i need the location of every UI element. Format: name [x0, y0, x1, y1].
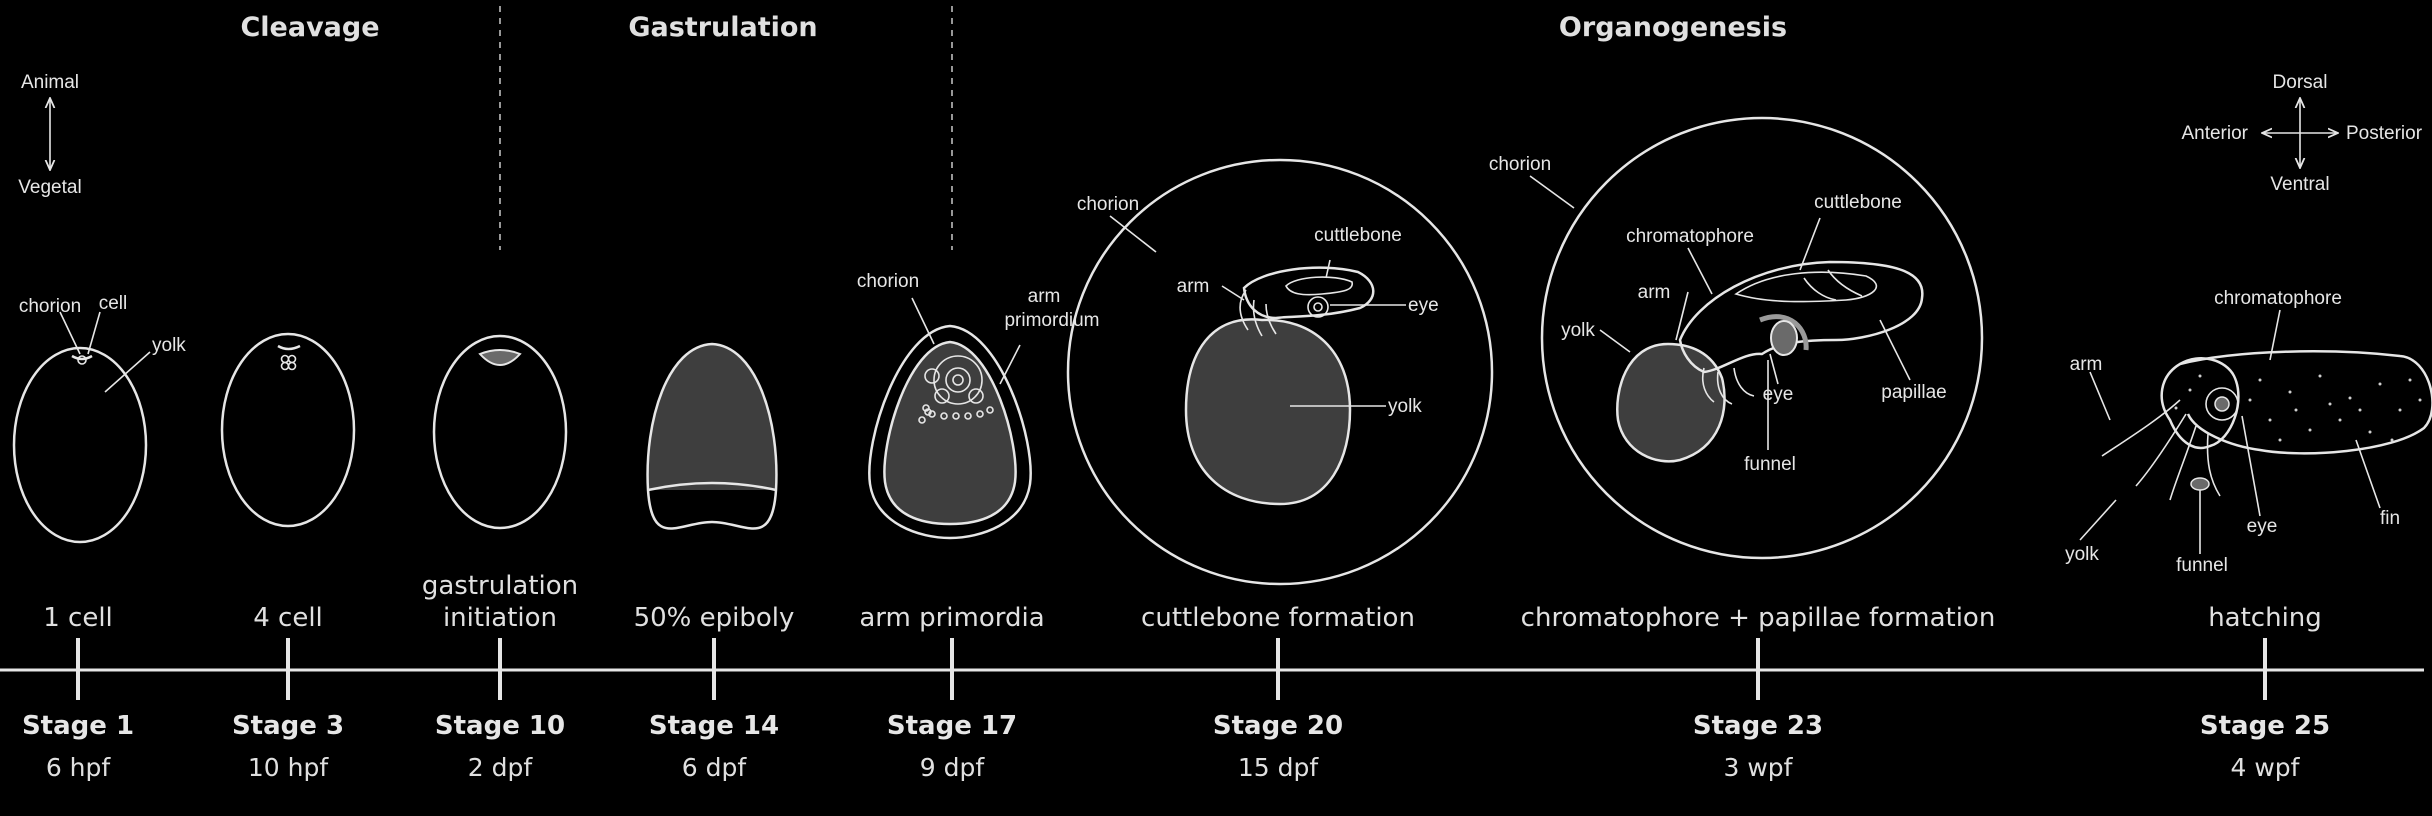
axis-label-animal: Animal — [21, 72, 79, 93]
label-funnel: funnel — [1744, 454, 1796, 475]
stage-number: Stage 10 — [435, 711, 565, 741]
label-chorion: chorion — [1489, 154, 1551, 175]
label-chromatophore: chromatophore — [1626, 226, 1754, 247]
stage-20-embryo — [1066, 158, 1494, 586]
label-chorion: chorion — [857, 271, 919, 292]
label-yolk: yolk — [152, 335, 186, 356]
stage-time: 6 hpf — [46, 753, 112, 782]
label-yolk: yolk — [1388, 396, 1422, 417]
label-cuttlebone: cuttlebone — [1314, 225, 1402, 246]
stage-number: Stage 1 — [22, 711, 134, 741]
skin-dots — [2174, 374, 2422, 442]
label-chorion: chorion — [19, 296, 81, 317]
stage-description: chromatophore + papillae formation — [1521, 603, 1996, 633]
label-eye: eye — [1763, 384, 1794, 405]
stage-17-embryo — [868, 297, 1032, 540]
body-axis-compass: Dorsal Ventral Anterior Posterior — [2181, 72, 2422, 195]
axis-label-posterior: Posterior — [2346, 123, 2423, 144]
label-arm-primordium-line2: primordium — [1004, 310, 1099, 331]
stage-time: 3 wpf — [1724, 753, 1794, 782]
stage-14-embryo — [646, 342, 778, 530]
label-fin: fin — [2380, 508, 2400, 529]
phase-title-cleavage: Cleavage — [240, 12, 379, 43]
label-papillae: papillae — [1881, 382, 1947, 403]
stage-description: 4 cell — [253, 603, 323, 633]
phase-title-gastrulation: Gastrulation — [628, 12, 817, 43]
stage-time: 2 dpf — [468, 753, 534, 782]
stage-number: Stage 14 — [649, 711, 779, 741]
axis-label-vegetal: Vegetal — [18, 177, 81, 198]
label-cuttlebone: cuttlebone — [1814, 192, 1902, 213]
stage-1-embryo — [12, 311, 151, 544]
stage-time: 10 hpf — [248, 753, 329, 782]
label-eye: eye — [1408, 295, 1439, 316]
stage-description: gastrulation — [422, 571, 578, 601]
stage-number: Stage 17 — [887, 711, 1017, 741]
label-arm: arm — [1177, 276, 1210, 297]
stage-description: cuttlebone formation — [1141, 603, 1415, 633]
axis-label-ventral: Ventral — [2270, 174, 2329, 195]
label-arm-primordium-line1: arm — [1028, 286, 1061, 307]
stage-time: 6 dpf — [682, 753, 748, 782]
axis-label-dorsal: Dorsal — [2273, 72, 2328, 93]
label-chromatophore: chromatophore — [2214, 288, 2342, 309]
stage-3-embryo — [220, 332, 356, 528]
stage-number: Stage 25 — [2200, 711, 2330, 741]
stage-10-embryo — [432, 334, 568, 530]
label-cell: cell — [99, 293, 128, 314]
label-arm: arm — [1638, 282, 1671, 303]
stage-description: hatching — [2208, 603, 2322, 633]
stage-time: 15 dpf — [1238, 753, 1319, 782]
axis-label-anterior: Anterior — [2181, 123, 2248, 144]
stage-25-hatchling — [2079, 309, 2432, 554]
stage-description: 50% epiboly — [634, 603, 795, 633]
label-funnel: funnel — [2176, 555, 2228, 576]
stage-description: 1 cell — [43, 603, 113, 633]
label-chorion: chorion — [1077, 194, 1139, 215]
stage-23-embryo — [1529, 116, 1984, 560]
stage-number: Stage 20 — [1213, 711, 1343, 741]
stage-number: Stage 23 — [1693, 711, 1823, 741]
stage-time: 4 wpf — [2231, 753, 2301, 782]
label-yolk: yolk — [1561, 320, 1595, 341]
stage-description: initiation — [443, 603, 557, 633]
phase-title-organogenesis: Organogenesis — [1559, 12, 1787, 43]
stage-number: Stage 3 — [232, 711, 344, 741]
label-yolk: yolk — [2065, 544, 2099, 565]
stage-description: arm primordia — [859, 603, 1044, 633]
animal-vegetal-axis: Animal Vegetal — [18, 72, 81, 198]
label-eye: eye — [2247, 516, 2278, 537]
stage-time: 9 dpf — [920, 753, 986, 782]
label-arm: arm — [2070, 354, 2103, 375]
